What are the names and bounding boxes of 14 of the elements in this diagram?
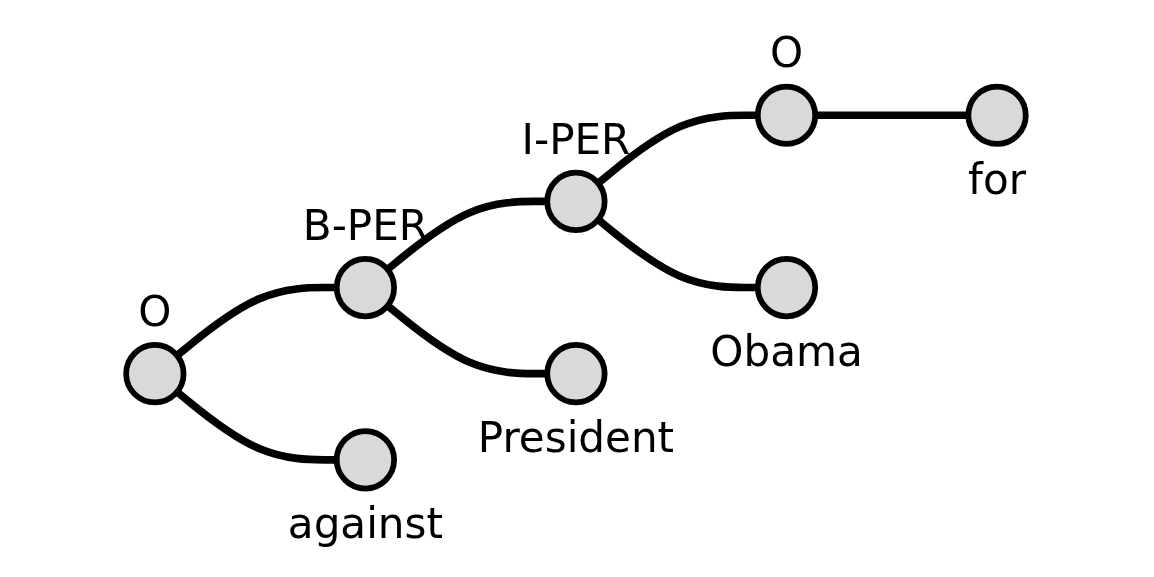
tag-label: B-PER [302, 200, 429, 250]
edge-line [815, 111, 969, 120]
edge-line [174, 283, 337, 359]
edge-line [385, 197, 548, 273]
tag-label: O [138, 286, 172, 336]
edge-line [595, 111, 758, 187]
edge-line [174, 388, 337, 464]
edge-line [385, 302, 548, 378]
tag-label: for [968, 154, 1026, 204]
tag-label: I-PER [521, 114, 631, 164]
tag-label: Obama [710, 327, 863, 376]
tag-label: O [769, 28, 804, 78]
tag-label: President [477, 413, 675, 463]
tag-label: against [287, 499, 443, 549]
